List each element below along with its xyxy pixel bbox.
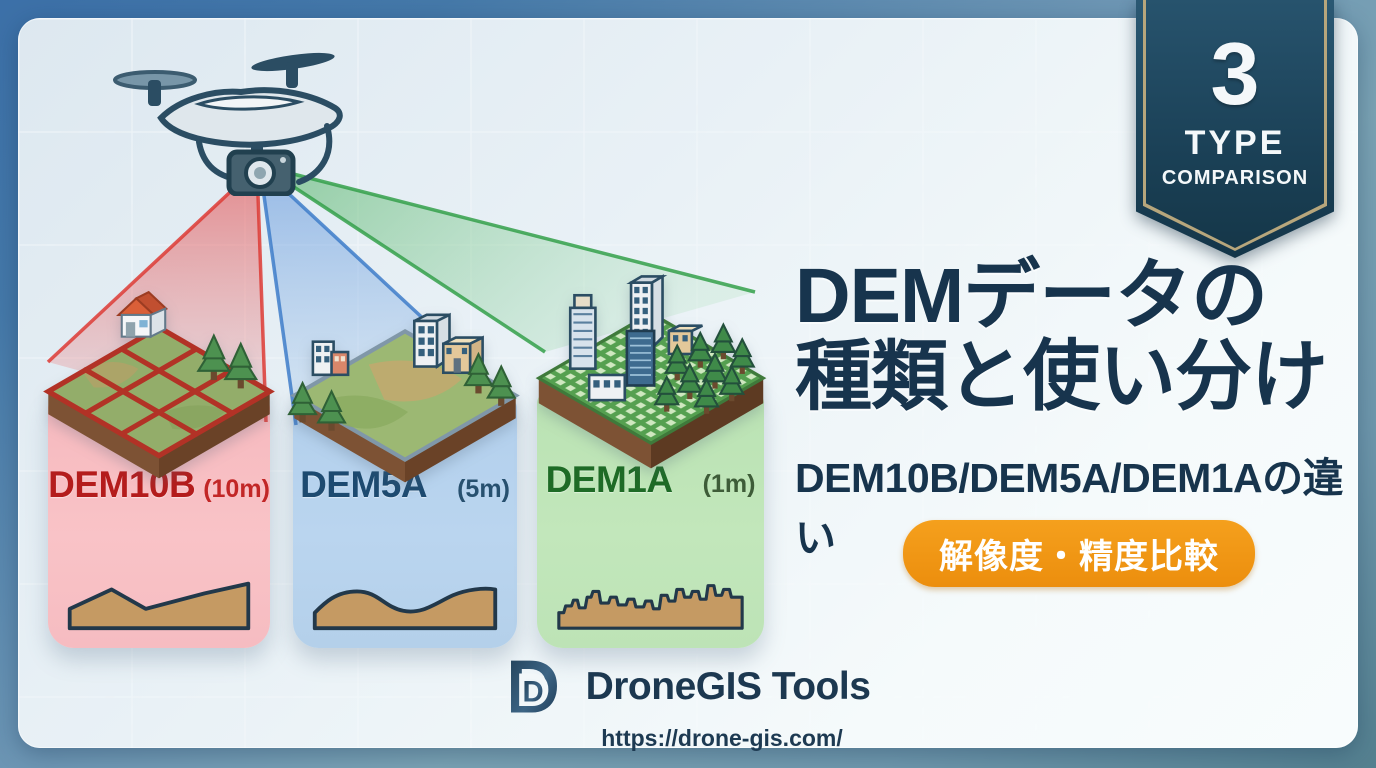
comparison-badge: 解像度・精度比較 <box>903 520 1255 587</box>
svg-text:D: D <box>516 664 550 717</box>
dem5a-label-row: DEM5A (5m) <box>293 464 517 506</box>
dem5a-resolution: (5m) <box>457 475 510 503</box>
elevation-profile-fine <box>553 574 748 634</box>
ribbon-inner <box>1146 0 1324 248</box>
page-subtitle: DEM10B/DEM5A/DEM1Aの違い <box>795 454 1344 561</box>
elevation-profile-smooth <box>309 574 501 634</box>
dem5a-name: DEM5A <box>300 464 428 505</box>
ribbon-comparison-label: COMPARISON <box>1161 167 1309 189</box>
dem10b-label-row: DEM10B (10m) <box>48 464 270 506</box>
brand-name: DroneGIS Tools <box>585 665 871 708</box>
headline-block: DEMデータの 種類と使い分け DEM10B/DEM5A/DEM1Aの違い <box>795 256 1376 564</box>
panel-dem5a: DEM5A (5m) <box>293 398 517 648</box>
svg-text:D: D <box>506 649 560 725</box>
footer: D D D DroneGIS Tools https://drone-gis.c… <box>0 649 1376 752</box>
dem10b-resolution: (10m) <box>203 475 270 503</box>
elevation-profile-coarse <box>64 574 254 634</box>
page-title-line2: 種類と使い分け <box>795 333 1328 420</box>
dem1a-name: DEM1A <box>545 459 674 500</box>
dronegis-logo-icon: D D D <box>506 649 560 725</box>
type-comparison-ribbon: 3 TYPE COMPARISON <box>1136 0 1334 258</box>
ribbon-number: 3 <box>1210 24 1260 123</box>
panel-dem1a: DEM1A (1m) <box>537 393 764 648</box>
page-title-line1: DEMデータの <box>795 253 1268 339</box>
svg-text:D: D <box>522 677 543 709</box>
ribbon-type-label: TYPE <box>1184 124 1286 162</box>
dem1a-resolution: (1m) <box>702 470 756 498</box>
dem10b-name: DEM10B <box>48 464 196 505</box>
site-url[interactable]: https://drone-gis.com/ <box>601 725 843 751</box>
panel-dem10b: DEM10B (10m) <box>48 398 270 648</box>
dem1a-label-row: DEM1A (1m) <box>537 459 764 501</box>
